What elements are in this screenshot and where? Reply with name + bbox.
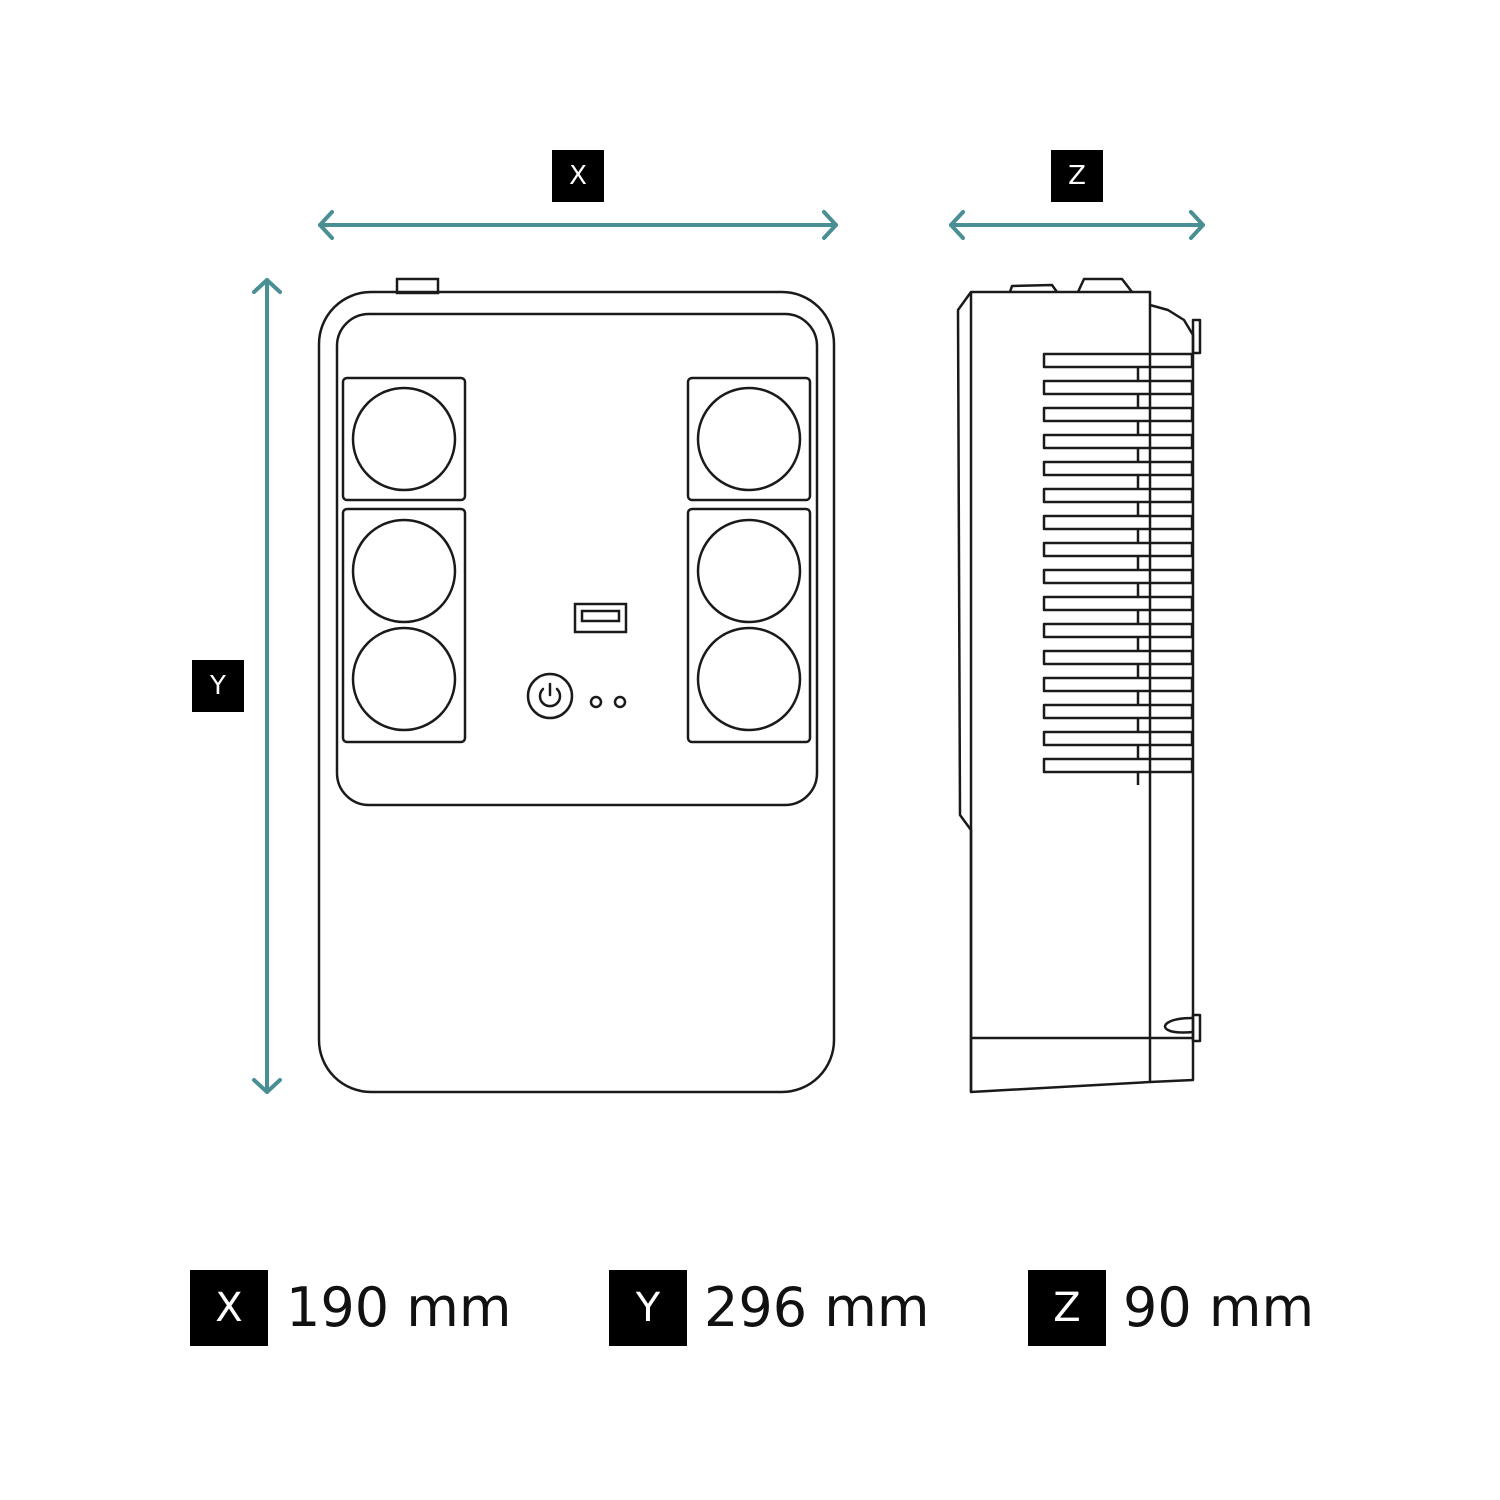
- legend-y-tag: Y: [609, 1270, 687, 1346]
- socket-left-3: [351, 626, 457, 732]
- socket-right-2: [696, 518, 802, 624]
- usb-port-icon: [573, 602, 628, 634]
- front-panel-outline: [335, 312, 819, 807]
- vent-slat: [1042, 514, 1194, 531]
- socket-frame-right-top: [686, 376, 812, 502]
- legend-y-value: 296 mm: [704, 1276, 930, 1339]
- vent-slat: [1042, 568, 1194, 585]
- vent-slat: [1042, 757, 1194, 774]
- vent-slat: [1042, 352, 1194, 369]
- socket-left-1: [351, 386, 457, 492]
- z-axis-tag: Z: [1051, 150, 1103, 202]
- front-body-outline: [317, 290, 836, 1094]
- vent-slat: [1042, 487, 1194, 504]
- side-latch: [1163, 1016, 1194, 1034]
- socket-frame-right-bottom: [686, 507, 812, 744]
- y-axis-tag: Y: [192, 660, 244, 712]
- power-button-icon: [526, 672, 574, 720]
- led-indicator-2: [613, 695, 627, 709]
- vent-slat: [1042, 676, 1194, 693]
- vent-slat: [1042, 433, 1194, 450]
- legend-x-tag: X: [190, 1270, 268, 1346]
- y-dimension-arrow: [252, 278, 282, 1094]
- socket-right-1: [696, 386, 802, 492]
- legend-x-value: 190 mm: [286, 1276, 512, 1339]
- socket-frame-left-top: [341, 376, 467, 502]
- z-dimension-arrow: [949, 210, 1205, 240]
- vent-slat: [1042, 595, 1194, 612]
- legend-z-value: 90 mm: [1123, 1276, 1315, 1339]
- side-view: [956, 277, 1202, 1094]
- vent-slat: [1042, 406, 1194, 423]
- led-indicator-1: [589, 695, 603, 709]
- x-dimension-arrow: [318, 210, 838, 240]
- side-top-bumps: [1008, 277, 1133, 293]
- front-view: [317, 277, 836, 1094]
- socket-left-2: [351, 518, 457, 624]
- vent-slat: [1042, 622, 1194, 639]
- x-axis-tag: X: [552, 150, 604, 202]
- vent-slat: [1042, 460, 1194, 477]
- side-switch-top: [1191, 318, 1202, 355]
- socket-frame-left-bottom: [341, 507, 467, 744]
- vent-slat: [1042, 703, 1194, 720]
- side-switch-bottom: [1191, 1013, 1202, 1043]
- vent-slat: [1042, 649, 1194, 666]
- side-vent-group: [1042, 352, 1194, 785]
- socket-right-3: [696, 626, 802, 732]
- legend-z-tag: Z: [1028, 1270, 1106, 1346]
- vent-slat: [1042, 541, 1194, 558]
- vent-slat: [1042, 379, 1194, 396]
- vent-slat: [1042, 730, 1194, 747]
